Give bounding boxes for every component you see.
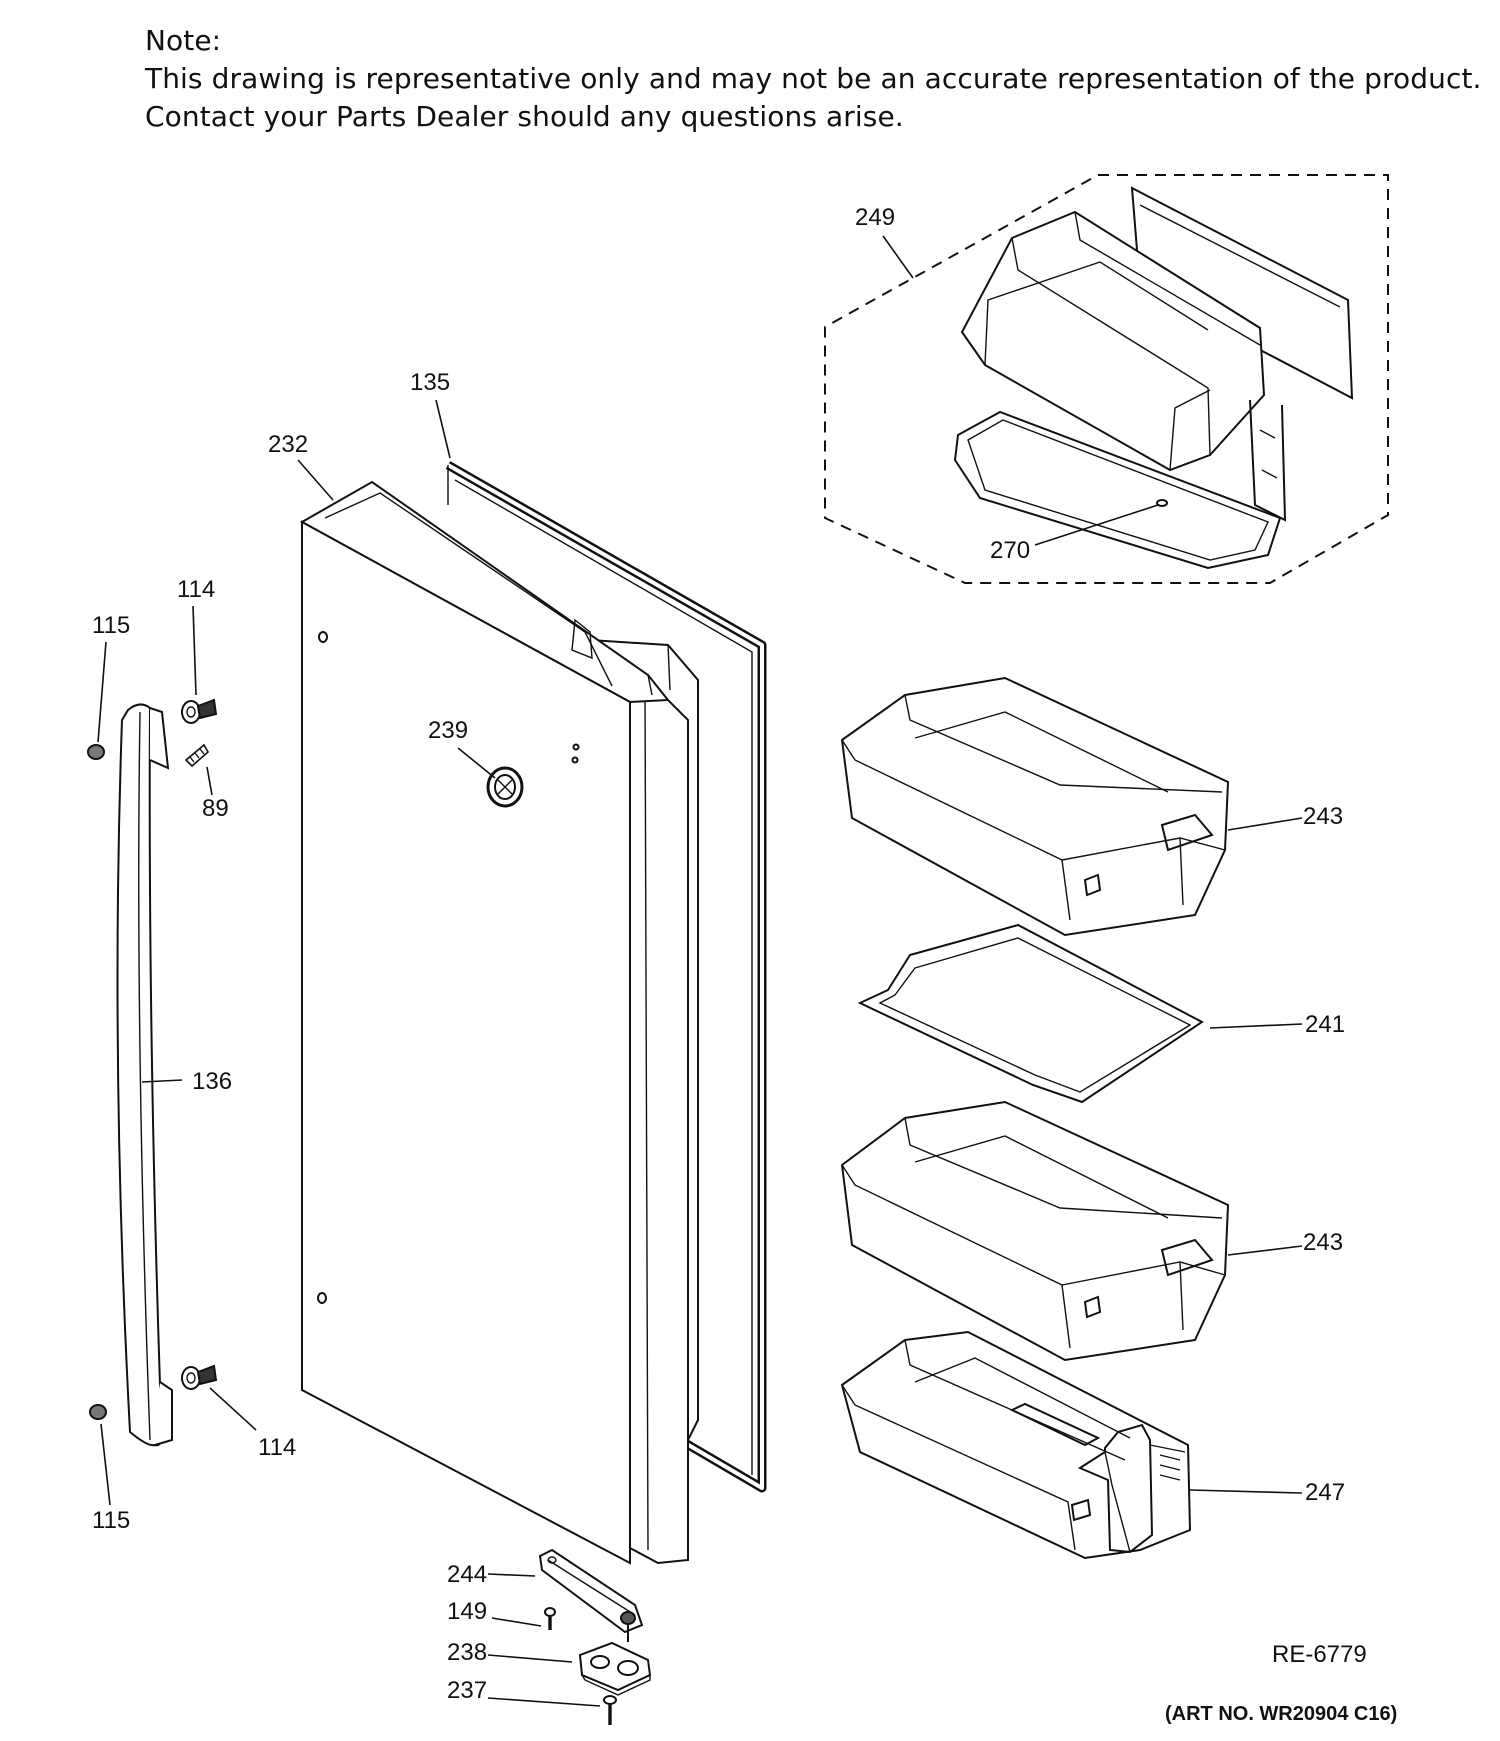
door-bin-243-bottom (840, 1100, 1230, 1362)
screw-149 (544, 1607, 556, 1630)
hinge-cover-238 (578, 1641, 652, 1696)
callout-243-bottom: 243 (1303, 1229, 1343, 1256)
screw-114-bottom (181, 1364, 218, 1390)
hinge-244 (538, 1548, 644, 1642)
note-line-1: This drawing is representative only and … (145, 62, 1482, 95)
door-bin-243-top (840, 676, 1230, 937)
screw-114-top (181, 698, 218, 724)
callout-270: 270 (990, 537, 1030, 564)
door-gasket-135 (445, 461, 767, 1493)
callout-114-bottom: 114 (258, 1434, 296, 1461)
screw-237 (603, 1695, 617, 1725)
anchor-89 (184, 743, 210, 768)
callout-238: 238 (447, 1639, 487, 1666)
callout-244: 244 (447, 1561, 487, 1588)
callout-136: 136 (192, 1068, 232, 1095)
note-heading: Note: (145, 24, 222, 57)
door-bin-247 (840, 1330, 1192, 1560)
door-shelf-241 (857, 923, 1204, 1104)
callout-114-top: 114 (177, 576, 215, 603)
callout-243-top: 243 (1303, 803, 1343, 830)
assembly-249-group (824, 174, 1389, 584)
callout-232: 232 (268, 431, 308, 458)
callout-239: 239 (428, 717, 468, 744)
nut-115-top (87, 744, 105, 760)
callout-149: 149 (447, 1598, 487, 1625)
nut-115-bottom (89, 1404, 107, 1420)
door-panel-232 (299, 480, 699, 1565)
callout-247: 247 (1305, 1479, 1345, 1506)
callout-115-bottom: 115 (92, 1507, 130, 1534)
callout-249: 249 (855, 204, 895, 231)
callout-241: 241 (1305, 1011, 1345, 1038)
note-line-2: Contact your Parts Dealer should any que… (145, 100, 904, 133)
art-number: (ART NO. WR20904 C16) (1165, 1703, 1397, 1725)
callout-89: 89 (202, 795, 229, 822)
door-handle-136 (116, 703, 173, 1447)
callout-135: 135 (410, 369, 450, 396)
callout-237: 237 (447, 1677, 487, 1704)
drawing-code: RE-6779 (1272, 1641, 1367, 1668)
callout-115-top: 115 (92, 612, 130, 639)
